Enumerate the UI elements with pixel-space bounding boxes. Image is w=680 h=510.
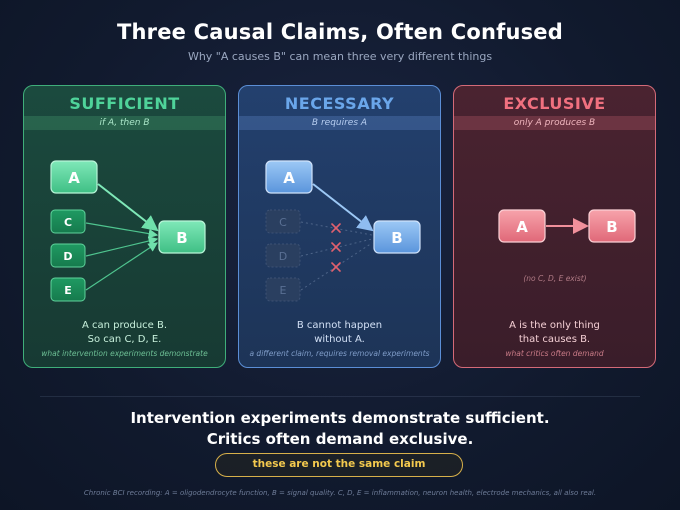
panel-footnote: what critics often demand — [505, 349, 604, 358]
panel-heading: SUFFICIENT — [69, 94, 180, 113]
panel-sufficient: SUFFICIENT if A, then B A C D E B — [23, 85, 226, 368]
subheading-band — [454, 116, 655, 130]
dotted-e-to-b — [300, 242, 373, 291]
panel-description: A is the only thing that causes B. — [454, 319, 655, 347]
panel-footnote: what intervention experiments demonstrat… — [41, 349, 208, 358]
desc-line-2: So can C, D, E. — [87, 334, 162, 345]
arrow-c-to-b — [85, 222, 159, 239]
node-a: A — [265, 160, 313, 194]
node-c: C — [50, 209, 86, 234]
callout-pill: these are not the same claim — [215, 453, 463, 477]
arrow-a-to-b — [97, 183, 159, 232]
exclusive-diagram: A B (no C, D, E exist) — [498, 209, 636, 283]
node-e: E — [50, 277, 86, 302]
necessary-diagram: A C D E B — [265, 160, 421, 302]
node-c-label: C — [279, 216, 287, 229]
desc-line-2: without A. — [314, 334, 365, 345]
blocked-x-icon — [331, 242, 341, 252]
desc-line-1: A is the only thing — [509, 320, 600, 331]
panel-footnote: a different claim, requires removal expe… — [249, 349, 430, 358]
node-a-label: A — [68, 169, 80, 187]
node-d-label: D — [279, 250, 287, 263]
panel-necessary: NECESSARY B requires A A C D — [238, 85, 441, 368]
node-d: D — [50, 243, 86, 268]
node-c-label: C — [64, 216, 72, 229]
node-c-faded: C — [265, 209, 301, 234]
conclusion-line-1: Intervention experiments demonstrate suf… — [130, 409, 550, 427]
subheading-band — [239, 116, 440, 130]
no-alternatives-note: (no C, D, E exist) — [523, 274, 586, 283]
blocked-x-icon — [331, 223, 341, 233]
node-b-label: B — [606, 218, 617, 236]
desc-line-2: that causes B. — [518, 334, 591, 345]
panel-subheading: only A produces B — [513, 118, 596, 128]
arrow-e-to-b — [85, 242, 159, 291]
node-a: A — [50, 160, 98, 194]
page-title: Three Causal Claims, Often Confused — [117, 20, 563, 44]
node-e-label: E — [64, 284, 72, 297]
panel-subheading: B requires A — [311, 118, 368, 128]
sufficient-diagram: A C D E B — [50, 160, 206, 302]
node-a: A — [498, 209, 546, 243]
section-divider — [40, 396, 640, 397]
panel-exclusive: EXCLUSIVE only A produces B A B (no C, D… — [453, 85, 656, 368]
conclusion-line-2: Critics often demand exclusive. — [206, 430, 474, 448]
desc-line-1: B cannot happen — [296, 320, 383, 331]
arrow-a-to-b — [312, 183, 374, 232]
subheading-band — [24, 116, 225, 130]
node-b: B — [588, 209, 636, 243]
node-b-label: B — [391, 229, 402, 247]
node-d-faded: D — [265, 243, 301, 268]
arrow-d-to-b — [85, 236, 159, 257]
bottom-note: Chronic BCI recording: A = oligodendrocy… — [83, 489, 597, 497]
node-d-label: D — [63, 250, 72, 263]
panel-subheading: if A, then B — [99, 118, 150, 128]
panel-heading: NECESSARY — [284, 94, 395, 113]
conclusion: Intervention experiments demonstrate suf… — [0, 408, 680, 450]
panel-description: A can produce B. So can C, D, E. — [24, 319, 225, 347]
node-b: B — [373, 220, 421, 254]
node-a-label: A — [516, 218, 528, 236]
node-e-faded: E — [265, 277, 301, 302]
blocked-x-icon — [331, 262, 341, 272]
node-b: B — [158, 220, 206, 254]
panel-heading: EXCLUSIVE — [503, 94, 606, 113]
node-a-label: A — [283, 169, 295, 187]
node-b-label: B — [176, 229, 187, 247]
node-e-label: E — [280, 284, 287, 297]
desc-line-1: A can produce B. — [81, 320, 168, 331]
page-subtitle: Why "A causes B" can mean three very dif… — [187, 50, 493, 63]
panel-description: B cannot happen without A. — [239, 319, 440, 347]
